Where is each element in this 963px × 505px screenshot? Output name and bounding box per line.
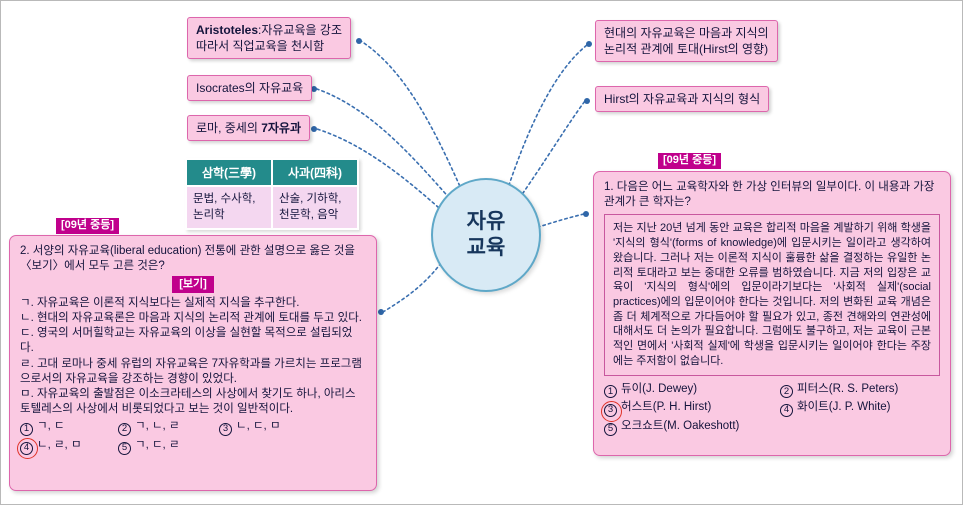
q1-option-4-number: 4 — [780, 404, 793, 418]
question-1-interview-passage: 저는 지난 20년 넘게 동안 교육은 합리적 마음을 계발하기 위해 학생을 … — [604, 214, 940, 376]
node-isocrates: Isocrates의 자유교육 — [187, 75, 313, 102]
exam-tag-question1: [09년 중등] — [658, 153, 721, 169]
q2-option-4-number-circled: 4 — [16, 438, 38, 460]
table-cell-trivium: 문법, 수사학, 논리학 — [185, 184, 273, 231]
question-1-box: 1. 다음은 어느 교육학자와 한 가상 인터뷰의 일부이다. 이 내용과 가장… — [593, 171, 951, 456]
center-node-line2: 교육 — [466, 236, 506, 259]
q2-option-3-number: 3 — [219, 422, 232, 436]
node-hirst-forms-of-knowledge: Hirst의 자유교육과 지식의 형식 — [595, 86, 770, 113]
q2-option-5-number: 5 — [118, 441, 131, 455]
q1-option-2-number: 2 — [780, 385, 793, 399]
q1-option-5-number: 5 — [604, 422, 617, 436]
table-cell-quadrivium: 산술, 기하학, 천문학, 음악 — [271, 184, 359, 231]
q1-option-1-number: 1 — [604, 385, 617, 399]
boki-label: [보기] — [172, 276, 214, 293]
node-aristoteles-bold: Aristoteles — [196, 23, 259, 37]
question-2-stem: 2. 서양의 자유교육(liberal education) 전통에 관한 설명… — [20, 245, 355, 273]
trivium-quadrivium-table: 삼학(三學) 사과(四科) 문법, 수사학, 논리학 산술, 기하학, 천문학,… — [185, 158, 359, 231]
q2-option-2-number: 2 — [118, 422, 131, 436]
node-aristoteles-line2: 따라서 직업교육을 천시함 — [196, 39, 325, 54]
table-header-trivium: 삼학(三學) — [185, 158, 273, 187]
q2-option-1-number: 1 — [20, 422, 33, 436]
center-node-line1: 자유 — [466, 209, 506, 233]
question-2-item-d: ㄷ. 영국의 서머힐학교는 자유교육의 이상을 실현할 목적으로 설립되었다. — [20, 327, 353, 355]
question-2-box: 2. 서양의 자유교육(liberal education) 전통에 관한 설명… — [9, 235, 377, 491]
table-header-quadrivium: 사과(四科) — [271, 158, 359, 187]
exam-tag-question2: [09년 중등] — [56, 218, 119, 234]
question-2-item-g: ㄱ. 자유교육은 이론적 지식보다는 실제적 지식을 추구한다. — [20, 296, 300, 309]
node-modern-liberal-education: 현대의 자유교육은 마음과 지식의 논리적 관계에 토대(Hirst의 영향) — [595, 20, 778, 63]
question-2-item-n: ㄴ. 현대의 자유교육론은 마음과 지식의 논리적 관계에 토대를 두고 있다. — [20, 312, 362, 325]
question-2-item-r: ㄹ. 고대 로마나 중세 유럽의 자유교육은 7자유학과를 가르치는 프로그램으… — [20, 357, 362, 385]
node-aristoteles-line1: Aristoteles:자유교육을 강조 — [196, 23, 342, 37]
question-2-item-m: ㅁ. 자유교육의 출발점은 이소크라테스의 사상에서 찾기도 하나, 아리스토텔… — [20, 387, 356, 416]
center-node-liberal-education: 자유 교육 — [431, 178, 541, 292]
node-roma-medieval: 로마, 중세의 7자유과 — [187, 115, 310, 142]
q1-option-3-number-circled: 3 — [600, 400, 622, 422]
question-1-stem: 1. 다음은 어느 교육학자와 한 가상 인터뷰의 일부이다. 이 내용과 가장… — [604, 181, 935, 209]
node-aristoteles: Aristoteles:자유교육을 강조 따라서 직업교육을 천시함 — [187, 17, 351, 60]
node-roma-bold: 7자유과 — [261, 121, 301, 135]
